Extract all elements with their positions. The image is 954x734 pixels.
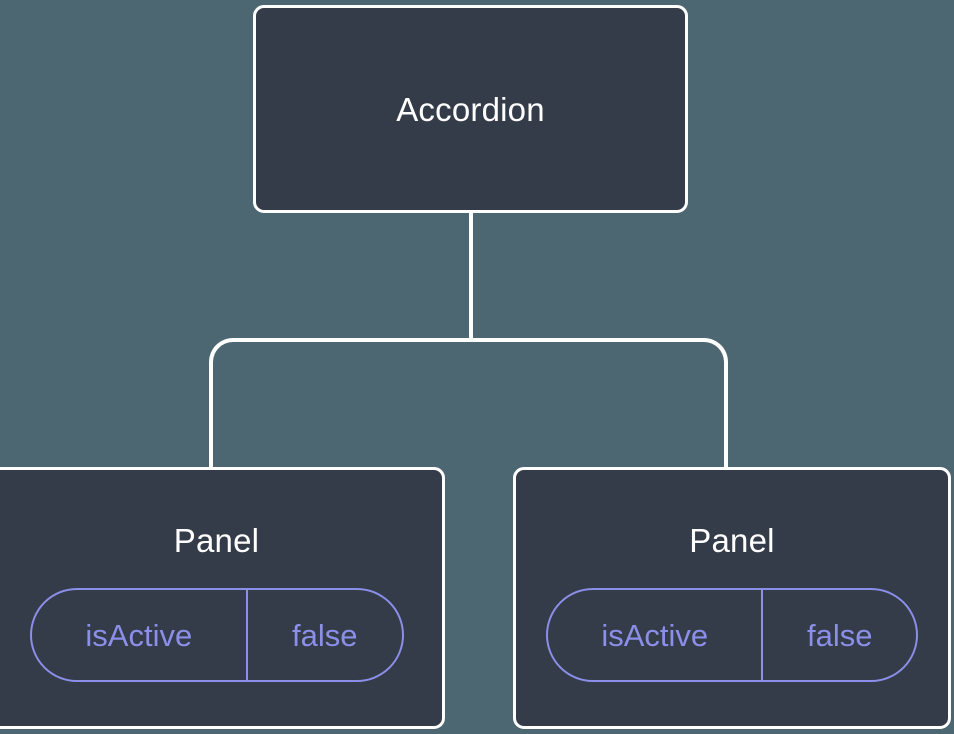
node-panel-left-title: Panel	[173, 522, 260, 559]
node-accordion[interactable]: Accordion	[253, 5, 688, 213]
state-pill-key: isActive	[601, 617, 709, 653]
state-pill-value: false	[246, 590, 401, 680]
state-pill-panel-right[interactable]: isActive false	[546, 588, 918, 682]
edge-split-bus	[209, 338, 728, 470]
node-panel-right-title: Panel	[689, 522, 775, 559]
edge-accordion-trunk	[469, 210, 473, 342]
node-accordion-title: Accordion	[396, 90, 545, 128]
state-pill-panel-left[interactable]: isActive false	[29, 588, 404, 682]
state-pill-key: isActive	[85, 617, 193, 653]
node-panel-right[interactable]: Panel isActive false	[513, 467, 951, 729]
state-pill-value: false	[761, 590, 916, 680]
node-panel-left[interactable]: Panel isActive false	[0, 467, 445, 729]
